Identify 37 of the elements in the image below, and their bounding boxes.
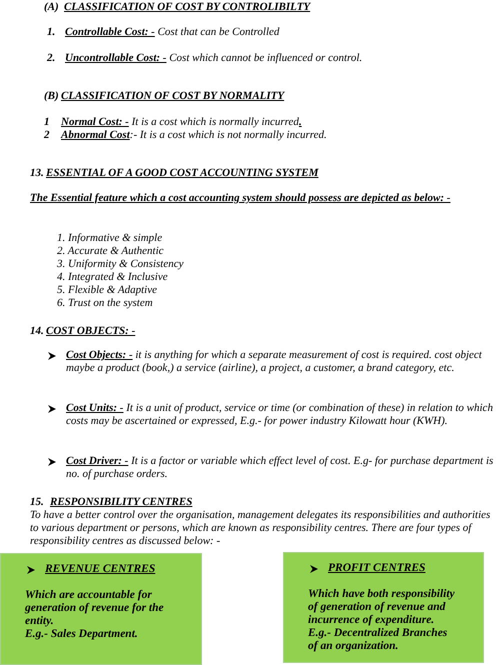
box-heading: REVENUE CENTRES [45,563,156,576]
box-text: E.g.- Decentralized Branches of an organization. [308,627,448,653]
body-text: Cost Units: - It is a unit of product, service or time (or combination of these) in relation to which costs may be ascertained or expressed, E.g.- for power industry Kilowatt hour (KWH). [66,402,494,428]
list-number: 15. [30,496,44,509]
list-number: 1. [47,26,56,39]
section-heading: RESPONSIBILITY CENTRES [50,496,192,509]
list-number: 2 [44,129,50,142]
box-text: Which are accountable for generation of revenue for the entity. [25,589,165,628]
section-heading: CLASSIFICATION OF COST BY NORMALITY [61,90,284,103]
body-text: Controllable Cost: - Cost that can be Controlled [65,26,280,39]
body-text: 1. Informative & simple [57,232,162,245]
info-box [283,552,484,663]
list-number: 13. [30,167,44,180]
body-text: 3. Uniformity & Consistency [57,258,184,271]
section-heading: COST OBJECTS: - [46,325,136,338]
body-text: 5. Flexible & Adaptive [57,284,157,297]
section-heading: CLASSIFICATION OF COST BY CONTROLIBILTY [64,1,310,14]
body-text: Abnormal Cost:- It is a cost which is not normally incurred. [61,129,328,142]
list-number: (A) [44,1,59,14]
list-number: (B) [44,90,59,103]
section-heading: The Essential feature which a cost accounting system should possess are depicted as below: - [30,192,452,205]
body-text: 2. Accurate & Authentic [57,245,164,258]
info-box [0,553,202,665]
box-heading: PROFIT CENTRES [328,562,426,575]
body-text: Cost Objects: - it is anything for which a separate measurement of cost is required. cost object maybe a product (book,) a service (airline), a project, a customer, a brand category, etc. [66,349,483,375]
list-number: 2. [47,52,56,65]
body-text: 6. Trust on the system [57,297,153,310]
box-text: E.g.- Sales Department. [25,628,139,641]
body-text: To have a better control over the organisation, management delegates its responsibilities and authorities to various department or persons, which are known as responsibility centres. There are four types of responsibility centres as discussed below: - [30,509,492,548]
list-number: 14. [30,325,44,338]
section-heading: ESSENTIAL OF A GOOD COST ACCOUNTING SYSTEM [46,167,318,180]
body-text: Uncontrollable Cost: - Cost which cannot be influenced or control. [65,52,364,65]
body-text: Normal Cost: - It is a cost which is normally incurred. [61,116,303,129]
body-text: Cost Driver: - It is a factor or variable which effect level of cost. E.g- for purchase department is no. of purchase orders. [66,455,494,481]
box-text: Which have both responsibility of generation of revenue and incurrence of expenditure. [308,588,456,627]
list-number: 1 [44,116,50,129]
body-text: 4. Integrated & Inclusive [57,271,168,284]
